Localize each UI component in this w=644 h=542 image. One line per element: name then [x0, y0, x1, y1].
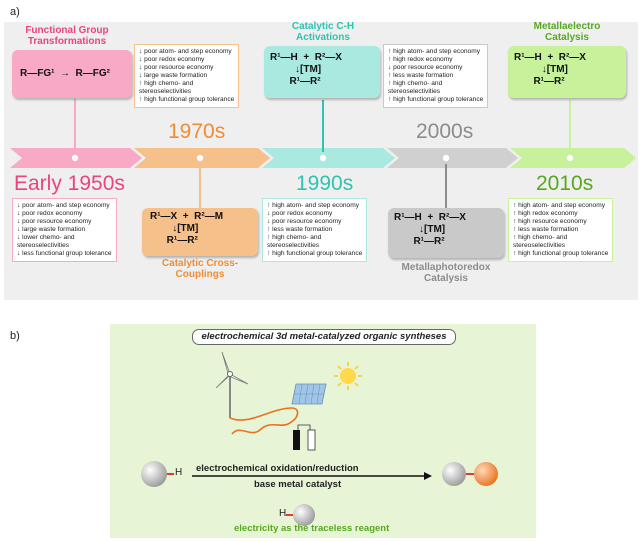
prop-item: ↑ high chemo- and: [388, 80, 443, 87]
solar-panel-icon: [291, 383, 327, 405]
scheme-box-1990s: [264, 46, 380, 98]
year-1950s: Early 1950s: [14, 172, 125, 195]
prop-item: ↑ high functional group tolerance: [139, 96, 235, 103]
year-2010s: 2010s: [536, 172, 594, 195]
era-title-1950s: Functional Group Transformations: [25, 25, 109, 47]
prop-item: ↑ less waste formation: [267, 226, 333, 233]
prop-item: ↓ poor resource economy: [388, 64, 463, 71]
prop-item: ↓ large waste formation: [17, 226, 86, 233]
substrate-h-label: H: [175, 467, 183, 478]
scheme-1950s: R—FG¹ → R—FG²: [20, 68, 110, 79]
era-title-2000s: Metallaphotoredox Catalysis: [401, 262, 491, 284]
props-1950s: ↓ poor atom- and step economy ↓ poor red…: [12, 198, 117, 262]
electrochem-panel: [110, 324, 536, 538]
scheme-box-1950s: [12, 50, 132, 98]
prop-item: ↓ poor redox economy: [267, 210, 333, 217]
prop-item: ↑ high atom- and step economy: [267, 202, 359, 209]
timeline-arrow: [10, 99, 636, 210]
prop-item: stereoselectivities: [513, 242, 566, 249]
prop-item: ↑ high redox economy: [513, 210, 578, 217]
electrodes-icon: [293, 424, 316, 451]
arrow-seg-1990s: [262, 148, 395, 168]
prop-item: ↑ high functional group tolerance: [513, 250, 609, 257]
prop-item: ↓ poor redox economy: [139, 56, 205, 63]
props-2000s: ↑ high atom- and step economy ↑ high red…: [383, 44, 489, 108]
panel-b-footer: electricity as the traceless reagent: [234, 523, 390, 534]
node-dot-2010s: [566, 154, 574, 162]
scheme-box-2010s: [508, 46, 626, 98]
scheme-2000s: R¹—H + R²—X ↓[TM] R¹—R²: [394, 212, 466, 247]
label-a: a): [10, 6, 20, 18]
scheme-box-1970s: [142, 208, 258, 256]
prop-item: ↓ poor resource economy: [267, 218, 342, 225]
scheme-box-2000s: [388, 208, 504, 258]
year-1990s: 1990s: [296, 172, 354, 195]
prop-item: ↑ high atom- and step economy: [388, 48, 480, 55]
prop-item: stereoselectivities: [17, 242, 70, 249]
era-title-1970s: Catalytic Cross-Couplings: [161, 258, 239, 280]
scheme-2010s: R¹—H + R²—X ↓[TM] R¹—R²: [514, 52, 586, 87]
year-2000s: 2000s: [416, 120, 474, 143]
prop-item: ↓ poor resource economy: [139, 64, 214, 71]
node-dot-1970s: [196, 154, 204, 162]
node-dot-1950s: [71, 154, 79, 162]
prop-item: ↓ poor atom- and step economy: [17, 202, 110, 209]
electrochem-scheme: [141, 351, 498, 526]
product-icon: [442, 462, 498, 486]
prop-item: ↓ poor resource economy: [17, 218, 92, 225]
prop-item: ↓ poor atom- and step economy: [139, 48, 232, 55]
prop-item: ↓ large waste formation: [139, 72, 208, 79]
wind-turbine-icon: [215, 351, 249, 418]
era-title-1990s: Catalytic C-H Activations: [291, 21, 355, 43]
arrow-seg-2000s: [387, 148, 518, 168]
prop-item: ↑ high resource economy: [513, 218, 587, 225]
power-wire: [229, 407, 299, 435]
panel-b-title: electrochemical 3d metal-catalyzed organ…: [192, 329, 456, 345]
prop-item: ↑ high atom- and step economy: [513, 202, 605, 209]
prop-item: ↑ less waste formation: [513, 226, 579, 233]
prop-item: ↑ high functional group tolerance: [388, 96, 484, 103]
arrow-label-top: electrochemical oxidation/reduction: [196, 463, 359, 474]
prop-item: ↑ high chemo- and: [267, 234, 322, 241]
node-dot-1990s: [319, 154, 327, 162]
node-dot-2000s: [442, 154, 450, 162]
arrow-label-bottom: base metal catalyst: [254, 479, 342, 490]
prop-item: ↑ high chemo- and: [513, 234, 568, 241]
reagent-h-label: H: [279, 508, 287, 519]
prop-item: ↑ high redox economy: [388, 56, 453, 63]
prop-item: ↓ less functional group tolerance: [17, 250, 112, 257]
scheme-1990s: R¹—H + R²—X ↓[TM] R¹—R²: [270, 52, 342, 87]
prop-item: stereoselectivities: [388, 88, 441, 95]
prop-item: stereoselectivities: [139, 88, 192, 95]
reagent-icon: [286, 504, 315, 526]
props-1990s: ↑ high atom- and step economy ↓ poor red…: [262, 198, 368, 262]
prop-item: ↑ high chemo- and: [139, 80, 194, 87]
substrate-icon: [141, 461, 174, 487]
props-2010s: ↑ high atom- and step economy ↑ high red…: [508, 198, 614, 262]
prop-item: ↓ poor redox economy: [17, 210, 83, 217]
label-b: b): [10, 330, 20, 342]
year-1970s: 1970s: [168, 120, 226, 143]
scheme-1970s: R¹—X + R²—M ↓[TM] R¹—R²: [150, 211, 224, 246]
prop-item: ↑ less waste formation: [388, 72, 454, 79]
prop-item: ↑ high functional group tolerance: [267, 250, 363, 257]
props-1970s: ↓ poor atom- and step economy ↓ poor red…: [134, 44, 240, 108]
prop-item: ↓ lower chemo- and: [17, 234, 75, 241]
sun-icon: [334, 362, 362, 390]
era-title-2010s: Metallaelectro Catalysis: [533, 21, 601, 43]
prop-item: stereoselectivities: [267, 242, 320, 249]
